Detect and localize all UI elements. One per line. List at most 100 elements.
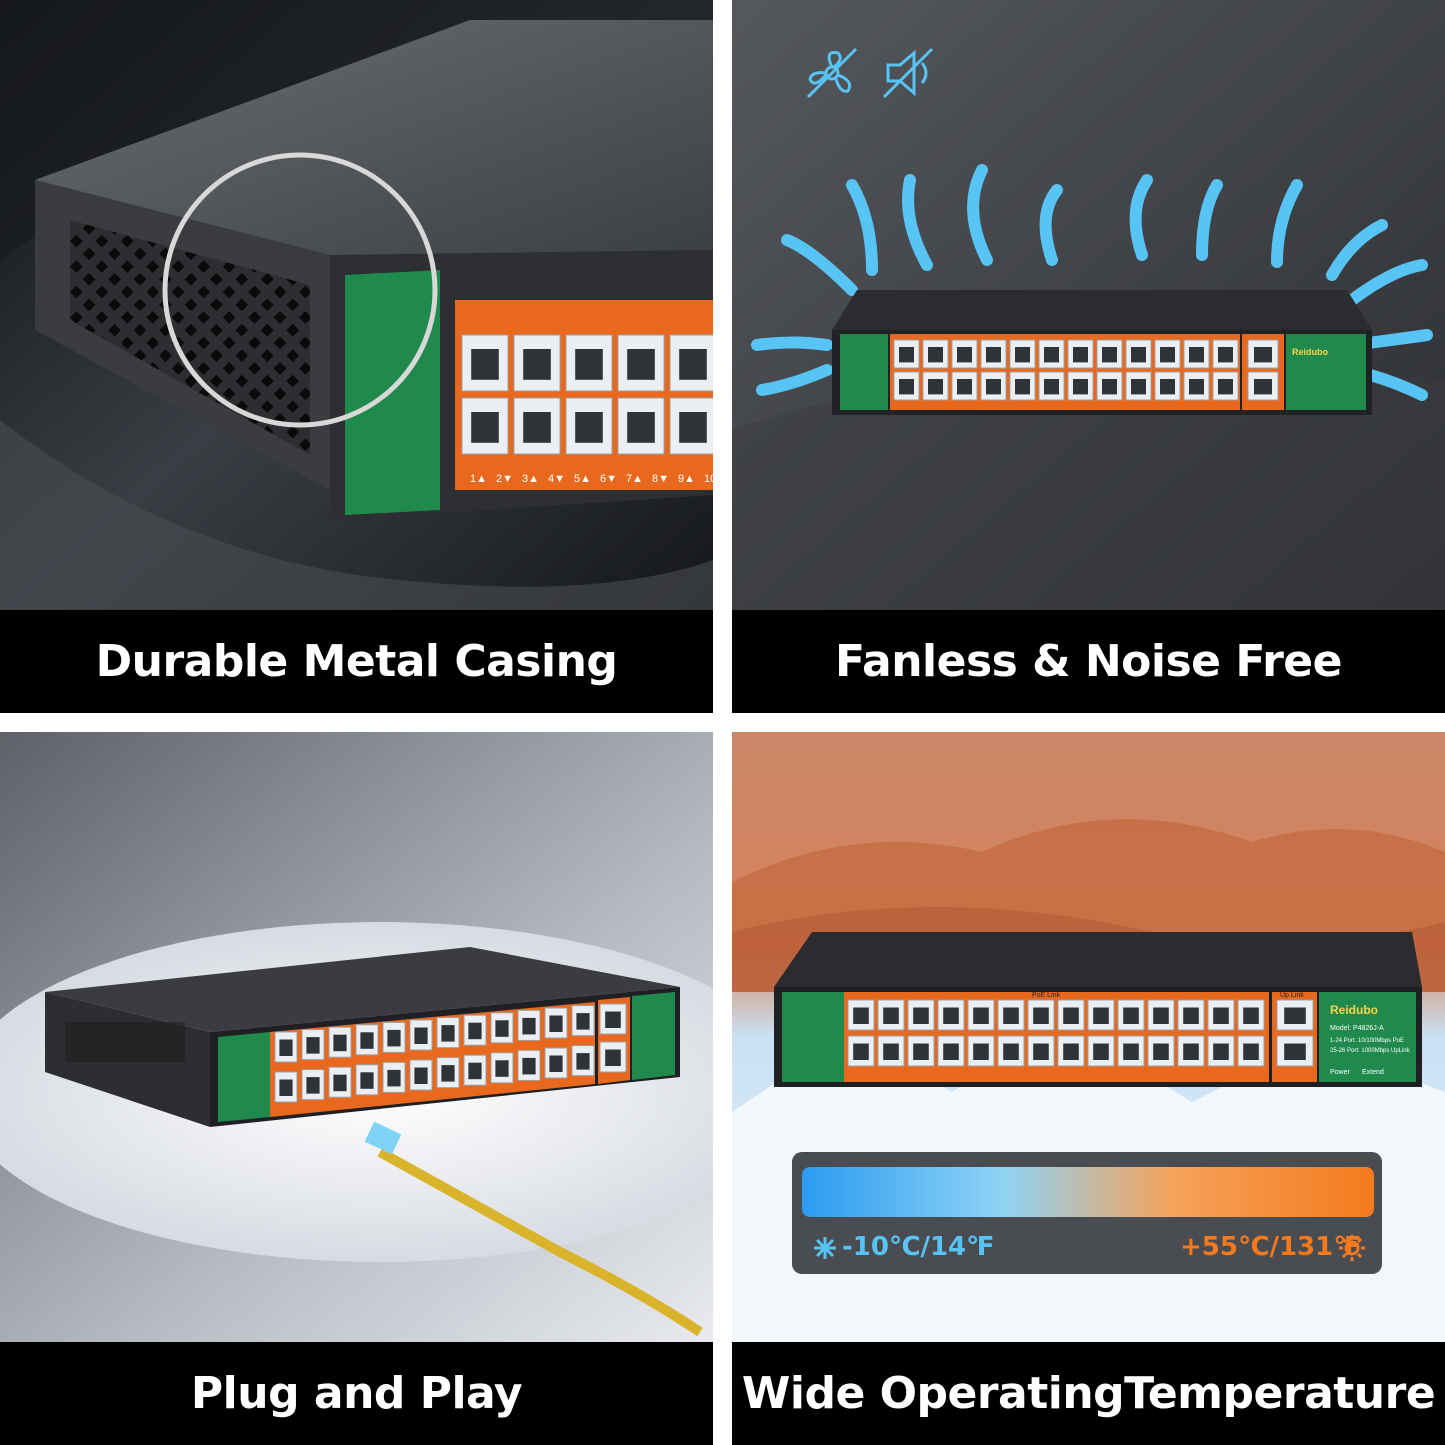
vent-holes (70, 220, 310, 455)
rj45-port-socket (986, 347, 1001, 363)
rj45-port-socket (549, 1055, 563, 1072)
rj45-port-socket (523, 412, 551, 443)
rj45-port (951, 339, 978, 369)
rj45-port-socket (1044, 379, 1059, 395)
sun-icon (1339, 1235, 1365, 1261)
rj45-port-socket (1044, 347, 1059, 363)
rj45-port-socket (605, 1011, 621, 1028)
temperature-scene: Reidubo Model: P4826J-A 1-24 Port: 10/10… (732, 732, 1445, 1342)
caption: Wide OperatingTemperature (732, 1342, 1445, 1445)
rj45-port (1057, 999, 1085, 1031)
rj45-port (937, 1035, 965, 1067)
rj45-port-socket (1033, 1043, 1049, 1060)
rj45-port-socket (522, 1017, 536, 1035)
rj45-port-socket (1183, 1007, 1199, 1024)
snowflake-icon (814, 1237, 836, 1259)
port-number-label: 7▲ (626, 473, 643, 485)
rj45-port-socket (387, 1069, 401, 1087)
rj45-port (1038, 371, 1065, 401)
rj45-port-socket (1213, 1043, 1229, 1060)
rj45-port-socket (333, 1034, 347, 1052)
rj45-port-socket (883, 1007, 899, 1024)
ethernet-cable (377, 1147, 703, 1337)
rj45-port-socket (523, 349, 551, 380)
rj45-port-socket (575, 349, 603, 380)
rj45-port-socket (360, 1072, 374, 1089)
rj45-port-socket (414, 1027, 428, 1044)
switch-device: Reidubo Model: P4826J-A 1-24 Port: 10/10… (774, 932, 1422, 1087)
brand-label: Reidubo (1330, 1003, 1378, 1017)
rj45-port-socket (576, 1053, 590, 1070)
rj45-port-socket (441, 1065, 455, 1082)
rj45-port-socket (1254, 347, 1272, 363)
rj45-port-socket (575, 412, 603, 443)
poe-link-label: PoE Link (1032, 992, 1061, 999)
rj45-port-socket (627, 412, 655, 443)
rj45-port-socket (333, 1074, 347, 1092)
rj45-port-socket (943, 1007, 959, 1024)
rj45-port-socket (928, 379, 943, 395)
rj45-port (967, 999, 995, 1031)
rj45-port-socket (1160, 347, 1175, 363)
rj45-port-socket (1033, 1007, 1049, 1024)
brand-label: Reidubo (1292, 347, 1328, 357)
caption: Durable Metal Casing (0, 610, 713, 713)
rj45-port-socket (279, 1039, 293, 1056)
rj45-port-socket (853, 1043, 869, 1060)
rj45-port-socket (1073, 347, 1088, 363)
rj45-port-socket (1254, 379, 1272, 395)
rj45-port-socket (1003, 1007, 1019, 1024)
rj45-port-socket (1123, 1007, 1139, 1024)
rj45-port (1147, 1035, 1175, 1067)
rj45-port-socket (1189, 379, 1204, 395)
panel-metal-casing: 1▲2▼3▲4▼5▲6▼7▲8▼9▲10▼ Durable Metal Casi… (0, 0, 713, 713)
rj45-port-socket (1093, 1043, 1109, 1060)
rj45-port (1067, 371, 1094, 401)
rj45-port-socket (1093, 1007, 1109, 1024)
port-grid (461, 334, 713, 455)
rj45-port (922, 339, 949, 369)
rj45-port-socket (1063, 1043, 1079, 1060)
temperature-gradient-bar (802, 1167, 1374, 1217)
rj45-port-socket (468, 1022, 482, 1040)
rj45-port-socket (973, 1043, 989, 1060)
rj45-port (1117, 999, 1145, 1031)
port-number-label: 5▲ (574, 473, 591, 485)
rj45-port (980, 339, 1007, 369)
temp-low-label: -10℃/14℉ (842, 1232, 995, 1262)
rj45-port-socket (1284, 1043, 1306, 1060)
rj45-port-socket (928, 347, 943, 363)
rj45-port-socket (986, 379, 1001, 395)
rj45-port-socket (495, 1060, 509, 1077)
rj45-port (1276, 1035, 1314, 1067)
rj45-port-socket (1131, 347, 1146, 363)
rj45-port-socket (957, 379, 972, 395)
rj45-port-socket (279, 1079, 293, 1096)
rj45-port-socket (576, 1013, 590, 1030)
rj45-port-socket (1183, 1043, 1199, 1060)
rj45-port-socket (1284, 1007, 1306, 1024)
power-label: Power (1330, 1069, 1351, 1076)
rj45-port-socket (1131, 379, 1146, 395)
rj45-port-socket (1153, 1007, 1169, 1024)
rj45-port-socket (1218, 379, 1233, 395)
rj45-plug (364, 1121, 402, 1155)
switch-device: Reidubo (832, 290, 1372, 415)
panel-plug-and-play: Plug and Play (0, 732, 713, 1445)
rj45-port-socket (1102, 347, 1117, 363)
rj45-port-socket (1123, 1043, 1139, 1060)
rj45-port (599, 1041, 627, 1073)
rj45-port (1207, 999, 1235, 1031)
rj45-port-socket (522, 1057, 536, 1075)
rj45-port-socket (1073, 379, 1088, 395)
caption: Fanless & Noise Free (732, 610, 1445, 713)
rj45-port-socket (627, 349, 655, 380)
rj45-port-socket (471, 412, 499, 443)
rj45-port-socket (387, 1029, 401, 1047)
rj45-port-socket (605, 1049, 621, 1066)
rj45-port-socket (1003, 1043, 1019, 1060)
rj45-port-socket (1063, 1007, 1079, 1024)
model-label: Model: P4826J-A (1330, 1025, 1384, 1032)
rj45-port-socket (468, 1062, 482, 1080)
rj45-port-socket (441, 1025, 455, 1042)
